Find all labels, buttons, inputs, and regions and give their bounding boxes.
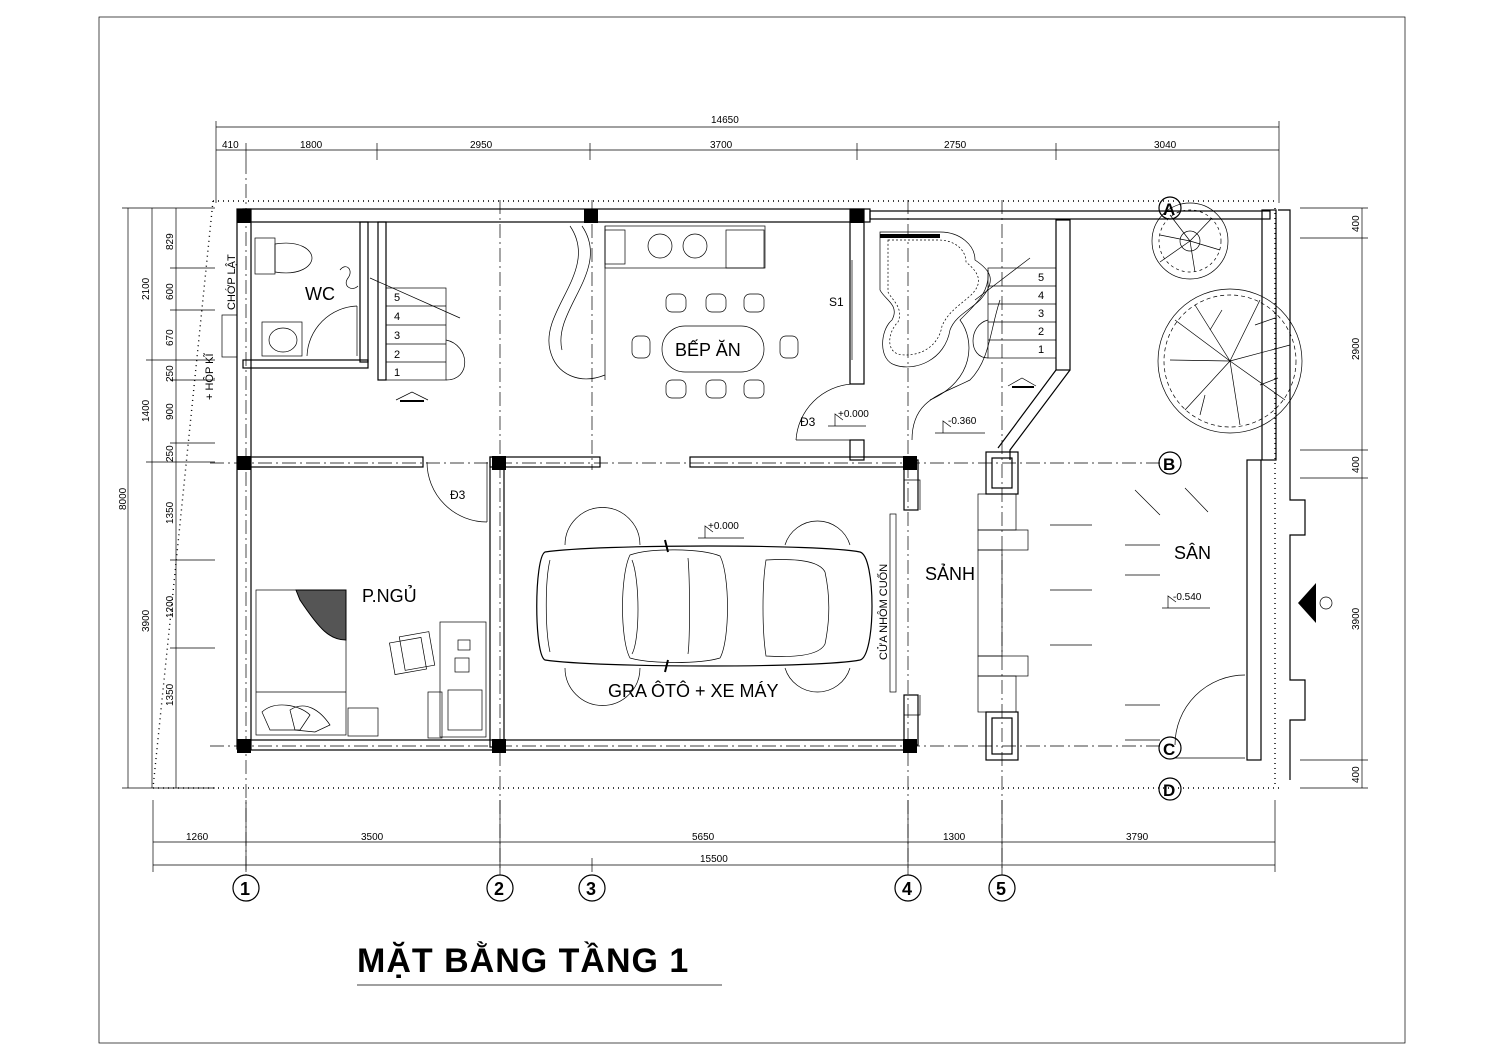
grid-lines: [210, 160, 1160, 875]
level-value: -0.540: [1173, 592, 1202, 603]
room-label-bedroom: P.NGỦ: [362, 585, 417, 606]
yard-arrows: [1050, 487, 1209, 741]
dim-top: 1800: [300, 140, 323, 151]
stair-left: 5 4 3 2 1: [369, 277, 466, 402]
dim-left: 1350: [165, 683, 176, 706]
level-value: +0.000: [838, 409, 869, 420]
level-value: -0.360: [948, 416, 977, 427]
room-label-yard: SÂN: [1174, 543, 1211, 563]
roller-door-label: CỬA NHÔM CUỐN: [876, 564, 890, 660]
dim-top: 2950: [470, 140, 493, 151]
right-dimensions: 400 2900 400 3900 400: [1300, 207, 1368, 789]
dim-left: 600: [165, 283, 176, 300]
dim-left: 3900: [141, 609, 152, 632]
window-s1-label: S1: [829, 295, 844, 309]
stair-right-step: 1: [1038, 344, 1044, 356]
car: [536, 507, 873, 706]
axis-label: 2: [494, 879, 504, 899]
axis-label: 5: [996, 879, 1006, 899]
tree-large: [1157, 288, 1303, 434]
axis-label: D: [1163, 781, 1175, 800]
stair-left-step: 4: [394, 311, 400, 323]
level-stair2: -0.360: [935, 416, 985, 434]
columns: [237, 209, 917, 753]
dim-left: 1400: [141, 399, 152, 422]
left-dimensions: 8000 2100 1400 3900 829 600 670 250 900 …: [118, 207, 215, 789]
door-d3-bedroom-label: Đ3: [450, 488, 466, 502]
shutter-label: CHỚP LẬT: [225, 254, 238, 310]
entrance-arrow-icon: [1298, 583, 1316, 623]
dim-top: 410: [222, 140, 239, 151]
dim-left: 1350: [165, 501, 176, 524]
stair-left-step: 3: [394, 330, 400, 342]
level-kitchen: +0.000: [828, 409, 869, 427]
page-title: MẶT BẰNG TẦNG 1: [357, 942, 689, 980]
axis-label: C: [1163, 740, 1175, 759]
stair-right-step: 2: [1038, 326, 1044, 338]
lobby-pillars: [904, 451, 1029, 761]
roller-door: [889, 513, 897, 693]
dim-right: 400: [1351, 456, 1362, 473]
top-dimensions: 14650 410 1800 2950 3700 2750 3040: [215, 115, 1280, 203]
room-label-lobby: SẢNH: [925, 563, 975, 584]
bedroom-furniture: [255, 461, 488, 741]
level-value: +0.000: [708, 521, 739, 532]
dim-bottom: 1300: [943, 832, 966, 843]
stair-right-step: 5: [1038, 272, 1044, 284]
dim-right: 400: [1351, 215, 1362, 232]
stair-right: 5 4 3 2 1: [879, 231, 1057, 441]
drawing-frame: [98, 16, 1406, 1044]
stair-left-step: 1: [394, 367, 400, 379]
axis-label: 4: [902, 879, 912, 899]
bottom-dimensions: 1260 3500 5650 1300 3790 15500: [152, 800, 1276, 872]
axis-label: 1: [240, 879, 250, 899]
dim-left: 1200: [165, 595, 176, 618]
dim-top-total: 14650: [711, 115, 739, 126]
stair-right-step: 3: [1038, 308, 1044, 320]
stair-left-step: 2: [394, 349, 400, 361]
level-yard: -0.540: [1162, 592, 1210, 609]
dim-left: 2100: [141, 277, 152, 300]
dim-left: 670: [165, 329, 176, 346]
dim-left: 829: [165, 233, 176, 250]
kitchen-fixtures: [548, 225, 853, 441]
level-garage: +0.000: [698, 521, 744, 539]
room-label-garage: GRA ÔTÔ + XE MÁY: [608, 680, 779, 701]
box-label: + HỘP KĨ: [203, 352, 216, 400]
dim-left: 250: [165, 445, 176, 462]
axis-label: A: [1163, 200, 1175, 219]
dim-top: 3040: [1154, 140, 1177, 151]
stair-left-step: 5: [394, 292, 400, 304]
stair-right-step: 4: [1038, 290, 1044, 302]
dim-right: 3900: [1351, 607, 1362, 630]
gate-door-swing: [1174, 674, 1246, 746]
dim-right: 2900: [1351, 337, 1362, 360]
dim-left: 250: [165, 365, 176, 382]
dim-bottom: 5650: [692, 832, 715, 843]
dim-bottom: 3500: [361, 832, 384, 843]
room-label-wc: WC: [305, 284, 335, 304]
dim-bottom: 1260: [186, 832, 209, 843]
entrance-marker-icon: [1319, 596, 1333, 610]
dim-bottom-total: 15500: [700, 854, 728, 865]
room-label-kitchen: BẾP ĂN: [675, 339, 741, 360]
grid-axis-horizontal: A B C D: [1158, 196, 1182, 801]
dim-top: 3700: [710, 140, 733, 151]
dim-left: 900: [165, 403, 176, 420]
box-marker: [221, 314, 238, 358]
dim-left-total: 8000: [118, 487, 129, 510]
dim-top: 2750: [944, 140, 967, 151]
axis-label: 3: [586, 879, 596, 899]
tree-small: [1151, 202, 1229, 280]
dim-right: 400: [1351, 766, 1362, 783]
wc-fixtures: [254, 237, 359, 357]
site-boundary: [152, 200, 1280, 789]
door-d3-kitchen-label: Đ3: [800, 415, 816, 429]
dim-bottom: 3790: [1126, 832, 1149, 843]
grid-axis-vertical: 1 2 3 4 5: [232, 874, 1016, 902]
axis-label: B: [1163, 455, 1175, 474]
